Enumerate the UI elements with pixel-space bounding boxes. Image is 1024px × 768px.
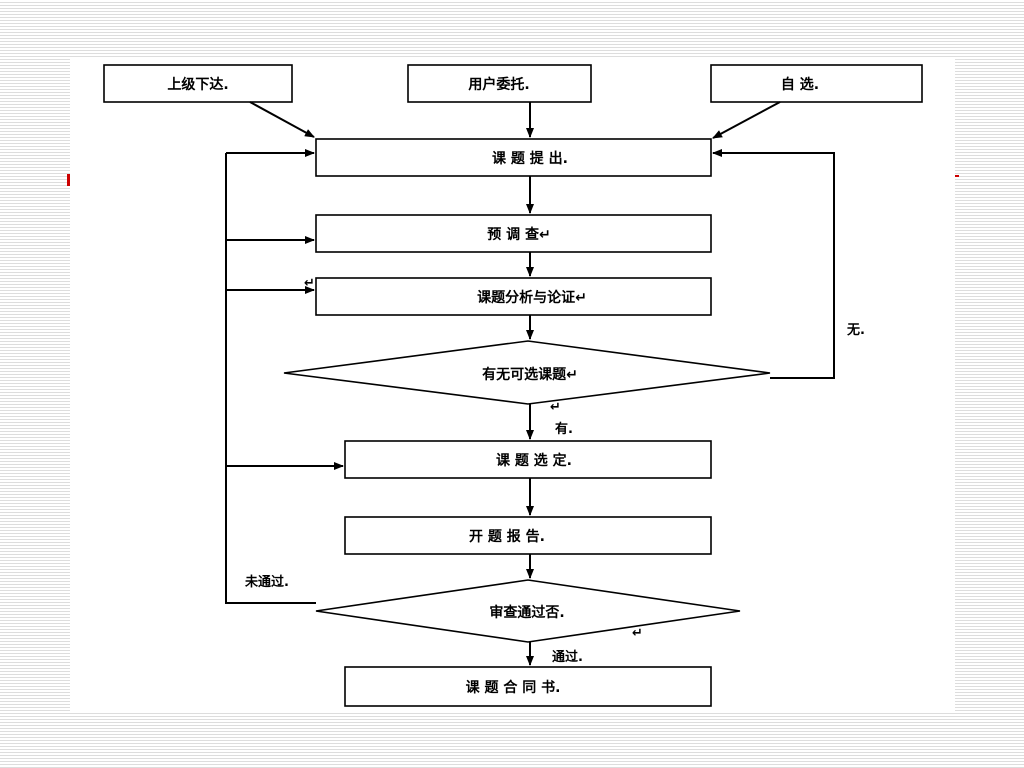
step-analysis-box [315,277,712,316]
step-propose-label: 课 题 提 出. [492,150,568,167]
source-client-node: 用户委托. [407,64,592,103]
step-contract-box [344,666,712,707]
branch-not-passed-label: 未通过. [244,574,289,590]
source-client-label: 用户委托. [468,76,529,93]
step-select-box [344,440,712,479]
return-mark-analysis: ↵ [304,276,315,291]
red-mark-left [67,174,70,186]
decision-choosable-node: 有无可选课题↵ [283,340,771,405]
arrow-superior-to-propose [249,101,315,138]
source-self-label: 自 选. [781,76,819,93]
arrow-self-to-propose [712,101,781,139]
step-contract-label: 课 题 合 同 书. [466,679,561,696]
branch-passed-label: 通过. [552,649,583,665]
step-contract-node: 课 题 合 同 书. [344,666,712,707]
step-proposal-report-label: 开 题 报 告. [469,528,545,545]
step-select-label: 课 题 选 定. [496,452,572,469]
source-superior-node: 上级下达. [103,64,293,103]
branch-yes-label: 有. [555,421,573,437]
decision-review-label: 审查通过否. [489,604,564,621]
source-superior-label: 上级下达. [167,76,228,93]
source-superior-box [103,64,293,103]
arrow-none-loop-back [712,149,835,379]
return-mark-decision: ↵ [550,400,561,415]
line-not-passed-return [225,153,316,604]
step-pre-survey-box [315,214,712,253]
red-mark-right [955,175,959,177]
step-propose-box [315,138,712,177]
source-client-box [407,64,592,103]
source-self-box [710,64,923,103]
step-propose-node: 课 题 提 出. [315,138,712,177]
step-pre-survey-node: 预 调 查↵ [315,214,712,253]
decision-choosable-diamond [283,340,771,405]
step-proposal-report-node: 开 题 报 告. [344,516,712,555]
step-pre-survey-label: 预 调 查↵ [487,226,550,243]
step-analysis-node: 课题分析与论证↵ [315,277,712,316]
decision-review-node: 审查通过否. [315,579,741,643]
branch-none-label: 无. [846,323,865,338]
step-select-node: 课 题 选 定. [344,440,712,479]
decision-review-diamond [315,579,741,643]
step-analysis-label: 课题分析与论证↵ [477,289,587,306]
decision-choosable-label: 有无可选课题↵ [482,366,578,383]
return-mark-review: ↵ [632,626,643,641]
step-proposal-report-box [344,516,712,555]
source-self-node: 自 选. [710,64,923,103]
